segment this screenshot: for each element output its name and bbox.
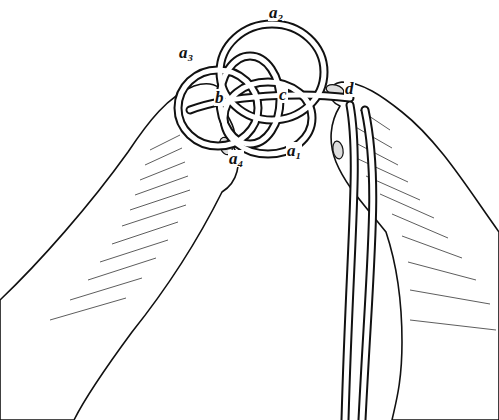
- part-label: d: [344, 80, 355, 97]
- part-label: a₃: [178, 44, 194, 61]
- part-label: c: [278, 86, 288, 103]
- rope: [178, 24, 373, 420]
- part-label: a₁: [286, 142, 302, 159]
- part-label: b: [214, 89, 225, 106]
- right-hand: [330, 82, 499, 420]
- left-hand: [0, 84, 238, 420]
- part-label: a₂: [268, 4, 284, 21]
- part-label: a₄: [228, 150, 244, 167]
- hatching: [50, 110, 496, 330]
